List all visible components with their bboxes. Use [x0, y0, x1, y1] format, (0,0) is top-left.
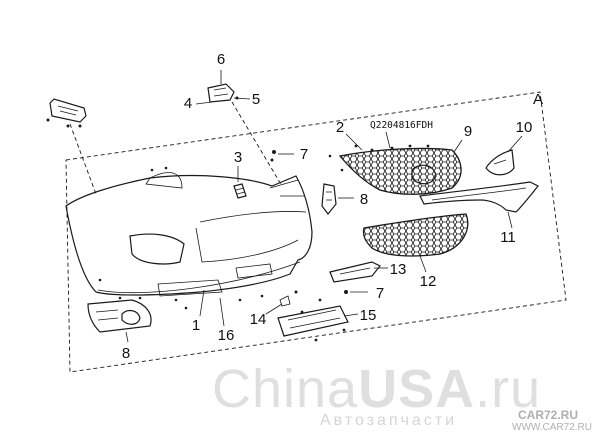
- license-bracket-part-15: [277, 298, 349, 342]
- watermark-brand: ChinaUSA.ru: [212, 358, 541, 420]
- leader-11: [507, 211, 513, 229]
- leader-8-lower: [125, 331, 129, 343]
- lower-trim-part-13: [329, 261, 381, 283]
- leader-10: [507, 135, 523, 153]
- part-code-label: Q2204816FDH: [370, 120, 433, 131]
- callout-10: 10: [516, 119, 533, 136]
- leader-15: [343, 313, 359, 317]
- callout-14: 14: [250, 311, 267, 328]
- screw-part-7-lower: [344, 290, 348, 294]
- callout-6: 6: [217, 51, 225, 68]
- screw-part-7-upper: [270, 150, 276, 162]
- watermark-car72-logo: CAR72.RU WWW.CAR72.RU: [512, 408, 596, 436]
- bolt-part-3: [233, 183, 247, 199]
- callout-12: 12: [420, 273, 437, 290]
- assembly-boundary-box: [65, 91, 567, 373]
- emblem-part-10: [485, 149, 515, 176]
- leader-2: [345, 133, 363, 151]
- callout-4: 4: [184, 95, 192, 112]
- upper-grille-part-9: [338, 144, 462, 195]
- bumper-cover-part: [65, 172, 313, 297]
- callout-7-upper: 7: [300, 146, 308, 163]
- leader-code: [385, 131, 391, 149]
- view-label: A: [533, 91, 543, 108]
- callout-16: 16: [218, 327, 235, 344]
- callout-5: 5: [252, 91, 260, 108]
- side-bracket-part-8: [321, 183, 337, 215]
- watermark-car72-top: CAR72.RU: [518, 408, 579, 422]
- callout-1: 1: [192, 317, 200, 334]
- callout-15: 15: [360, 307, 377, 324]
- clip-part-14: [279, 290, 298, 307]
- watermark-car72-bottom: WWW.CAR72.RU: [512, 422, 592, 433]
- callout-2: 2: [336, 119, 344, 136]
- callout-3: 3: [234, 149, 242, 166]
- leader-16: [219, 297, 225, 327]
- watermark-brand-suffix: .ru: [475, 359, 542, 419]
- callout-8-upper: 8: [360, 191, 368, 208]
- clip-part-6: [207, 83, 235, 103]
- callout-11: 11: [500, 229, 516, 246]
- watermark-subtitle: Автозапчасти: [320, 412, 458, 429]
- leader-1: [199, 289, 205, 317]
- fastener-dots: [98, 154, 344, 310]
- leader-9: [453, 139, 463, 153]
- bracket-link-line: [69, 123, 97, 195]
- leader-14: [265, 303, 283, 315]
- callout-13: 13: [390, 261, 407, 278]
- watermark-brand-bold: USA: [358, 359, 476, 419]
- leader-4: [195, 101, 213, 105]
- lower-grille-part-12: [362, 213, 469, 257]
- watermark-brand-prefix: China: [212, 359, 359, 419]
- callout-7-lower: 7: [376, 285, 384, 302]
- upper-bracket-part: [46, 98, 87, 128]
- trim-strip-part-11: [419, 181, 539, 213]
- callout-8-lower: 8: [122, 345, 130, 362]
- leader-12: [419, 255, 427, 273]
- clip-link-line: [231, 101, 283, 187]
- fog-lamp-bezel-part-8: [87, 299, 152, 333]
- callout-9: 9: [464, 123, 472, 140]
